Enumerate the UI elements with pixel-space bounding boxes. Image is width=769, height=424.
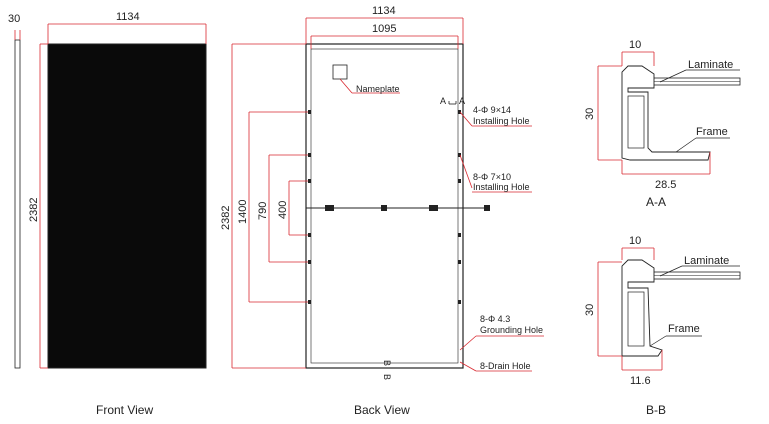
front-panel (47, 43, 207, 369)
back-view: 1134 1095 2382 1400 790 400 (220, 5, 544, 417)
side-profile (14, 39, 21, 369)
front-view: 30 1134 2382 Front View (8, 11, 207, 417)
cable-assembly (306, 205, 490, 211)
front-height-label: 2382 (28, 198, 40, 222)
aa-height-label: 30 (584, 108, 596, 120)
back-height-label: 2382 (220, 206, 232, 230)
aa-frame-chamber (627, 95, 645, 149)
aa-top-label: 10 (629, 39, 641, 51)
bb-top-label: 10 (629, 235, 641, 247)
bb-laminate-label: Laminate (684, 255, 729, 267)
section-mark-b-top: B (382, 360, 392, 366)
aa-bottom-label: 28.5 (655, 179, 676, 191)
back-width-inner-label: 1095 (372, 23, 396, 35)
installing-hole2-spec: 8-Φ 7×10 (473, 172, 511, 182)
section-mark-a-left: A (440, 96, 446, 106)
connector-left (325, 205, 334, 211)
section-aa: 10 30 28.5 Laminate Frame A-A (584, 39, 741, 209)
bb-caption: B-B (646, 403, 666, 417)
section-mark-a-right: A (459, 96, 465, 106)
junction-box (381, 205, 387, 211)
front-view-caption: Front View (96, 403, 153, 417)
back-width-outer-label: 1134 (372, 5, 396, 17)
dim-1400-label: 1400 (237, 200, 249, 224)
bb-frame-label: Frame (668, 323, 700, 335)
aa-caption: A-A (646, 195, 666, 209)
installing-hole2-label: Installing Hole (473, 182, 530, 192)
dim-400-label: 400 (277, 201, 289, 219)
installing-hole-spec: 4-Φ 9×14 (473, 105, 511, 115)
bb-bottom-label: 11.6 (630, 375, 651, 387)
aa-frame-label: Frame (696, 126, 728, 138)
frame-holes (308, 110, 461, 304)
grounding-spec: 8-Φ 4.3 (480, 314, 510, 324)
section-mark-b-bottom: B (382, 374, 392, 380)
nameplate-box (332, 64, 348, 80)
installing-hole-label: Installing Hole (473, 116, 530, 126)
grounding-label: Grounding Hole (480, 325, 543, 335)
bb-frame-chamber (627, 291, 645, 347)
aa-laminate-label: Laminate (688, 59, 733, 71)
nameplate-label: Nameplate (356, 84, 400, 94)
connector-right (429, 205, 438, 211)
front-width-label: 1134 (116, 11, 140, 23)
thickness-label: 30 (8, 13, 20, 25)
bb-height-label: 30 (584, 304, 596, 316)
drain-hole-label: 8-Drain Hole (480, 361, 531, 371)
section-bb: 10 30 11.6 Laminate Frame B-B (584, 235, 741, 417)
connector-end (484, 205, 490, 211)
back-view-caption: Back View (354, 403, 410, 417)
dim-790-label: 790 (257, 202, 269, 220)
